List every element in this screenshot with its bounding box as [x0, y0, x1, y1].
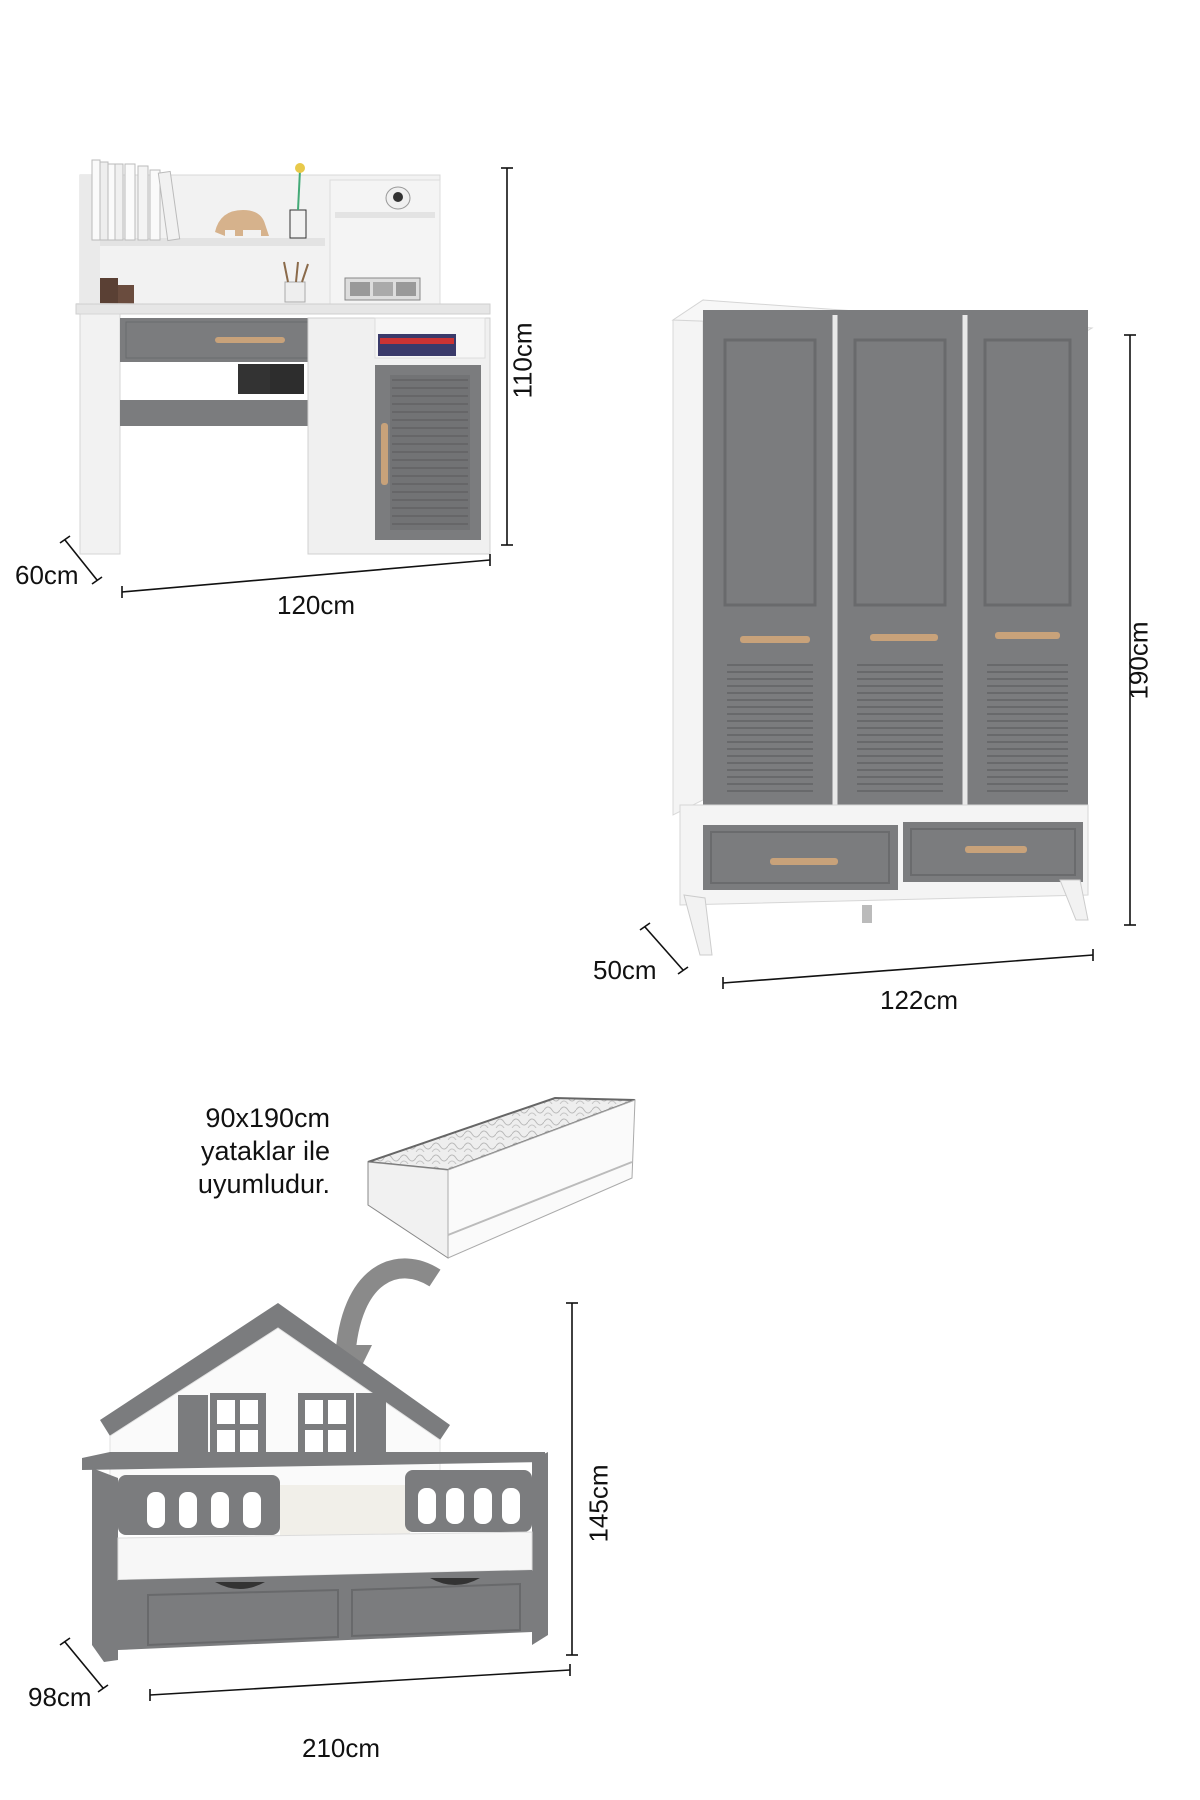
- desk-depth-label: 60cm: [15, 560, 79, 590]
- desk-width-label: 120cm: [277, 590, 356, 620]
- mattress-compatibility-note: 90x190cm yataklar ile uyumludur.: [150, 1102, 330, 1201]
- note-line-2: yataklar ile: [200, 1136, 330, 1166]
- bed-depth-label: 98cm: [28, 1682, 92, 1712]
- bed-width-label: 210cm: [302, 1733, 381, 1763]
- note-line-3: uyumludur.: [197, 1169, 330, 1199]
- note-line-size: 90x190cm: [205, 1103, 330, 1133]
- wardrobe-depth-label: 50cm: [593, 955, 657, 985]
- wardrobe-width-label: 122cm: [880, 985, 959, 1015]
